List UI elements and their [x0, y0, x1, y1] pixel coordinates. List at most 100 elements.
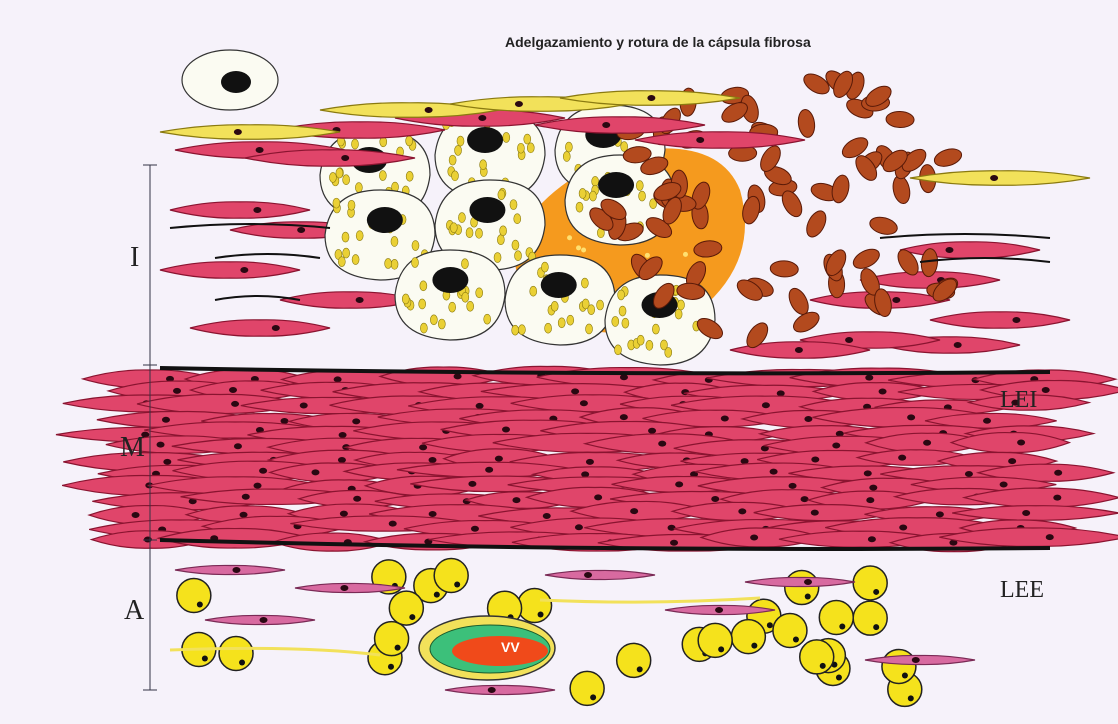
smooth-muscle-cell-nucleus: [311, 469, 319, 475]
smooth-muscle-cell-nucleus: [936, 511, 944, 517]
lipid-droplet: [466, 228, 473, 238]
lipid-droplet: [336, 168, 343, 178]
label-adventitia: A: [124, 597, 144, 625]
intimal-muscle-cell-nucleus: [1012, 317, 1020, 323]
adipocyte: [219, 636, 253, 670]
adipocyte: [853, 601, 887, 635]
smooth-muscle-cell-nucleus: [983, 418, 991, 424]
adipocyte-nucleus: [873, 589, 879, 595]
lipid-droplet: [660, 340, 667, 350]
smooth-muscle-cell-nucleus: [229, 387, 237, 393]
smooth-muscle-cell-nucleus: [173, 388, 181, 394]
core-crystal: [581, 248, 586, 253]
lipid-droplet: [411, 258, 418, 268]
lipid-droplet: [458, 213, 465, 223]
lipid-droplet: [498, 190, 505, 200]
lipid-droplet: [461, 259, 468, 269]
foam-cell-nucleus: [541, 272, 577, 298]
adipocyte-nucleus: [409, 614, 415, 620]
lipid-droplet: [406, 136, 413, 146]
smooth-muscle-cell-nucleus: [1017, 440, 1025, 446]
adipocyte: [785, 571, 819, 605]
intimal-muscle-cell-nucleus: [297, 227, 305, 233]
adipocyte: [434, 559, 468, 593]
lipid-droplet: [503, 132, 510, 142]
cap-muscle-cell-nucleus: [256, 147, 264, 153]
label-vasa-vasorum: VV: [501, 640, 520, 654]
cap-fibroblast-nucleus: [515, 101, 523, 107]
smooth-muscle-cell-nucleus: [620, 374, 628, 380]
lipid-droplet: [563, 151, 570, 161]
adipocyte-nucleus: [902, 672, 908, 678]
smooth-muscle-cell-nucleus: [339, 432, 347, 438]
lipid-droplet: [455, 145, 462, 155]
adipocyte-nucleus: [908, 695, 914, 701]
lipid-droplet: [517, 143, 524, 153]
smooth-muscle-cell-nucleus: [865, 375, 873, 381]
lipid-droplet: [589, 191, 596, 201]
media-layer: [56, 366, 1118, 551]
adipocyte-nucleus: [767, 622, 773, 628]
lipid-droplet: [514, 214, 521, 224]
smooth-muscle-cell-nucleus: [1042, 387, 1050, 393]
lipid-droplet: [586, 324, 593, 334]
adipocyte-nucleus: [395, 645, 401, 651]
lipid-droplet: [412, 241, 419, 251]
label-external-elastic-lamina: LEE: [1000, 578, 1044, 602]
diagram-title: Adelgazamiento y rotura de la cápsula fi…: [505, 34, 811, 50]
smooth-muscle-cell-nucleus: [750, 534, 758, 540]
smooth-muscle-cell-nucleus: [898, 455, 906, 461]
lipid-droplet: [420, 323, 427, 333]
lipid-droplet: [480, 160, 487, 170]
smooth-muscle-cell-nucleus: [866, 497, 874, 503]
lipid-droplet: [639, 191, 646, 201]
smooth-muscle-cell-nucleus: [1054, 470, 1062, 476]
smooth-muscle-cell-nucleus: [476, 403, 484, 409]
lipid-droplet: [450, 223, 457, 233]
smooth-muscle-cell-nucleus: [162, 417, 170, 423]
lipid-droplet: [451, 171, 458, 181]
adipocyte: [800, 640, 834, 674]
lipid-droplet: [500, 226, 507, 236]
intimal-muscle-cell-nucleus: [272, 325, 280, 331]
smooth-muscle-cell-nucleus: [721, 415, 729, 421]
smooth-muscle-cell-nucleus: [738, 508, 746, 514]
lipid-droplet: [438, 319, 445, 329]
label-media: M: [120, 434, 145, 462]
lipid-droplet: [652, 324, 659, 334]
smooth-muscle-cell-nucleus: [804, 416, 812, 422]
fibroblast-nucleus: [715, 607, 723, 613]
smooth-muscle-cell-nucleus: [419, 444, 427, 450]
smooth-muscle-cell-nucleus: [670, 540, 678, 546]
lipid-droplet: [622, 318, 629, 328]
smooth-muscle-cell-nucleus: [675, 481, 683, 487]
lipid-droplet: [524, 134, 531, 144]
lipid-droplet: [385, 258, 392, 268]
foam-cell-nucleus: [367, 207, 403, 233]
core-crystal: [683, 252, 688, 257]
lipid-droplet: [494, 253, 501, 263]
smooth-muscle-cell-nucleus: [832, 443, 840, 449]
lipid-droplet: [512, 325, 519, 335]
smooth-muscle-cell-nucleus: [580, 400, 588, 406]
adipocyte: [882, 649, 916, 683]
smooth-muscle-cell-nucleus: [658, 441, 666, 447]
lipid-droplet: [449, 155, 456, 165]
lipid-droplet: [551, 301, 558, 311]
cap-fibroblast-nucleus: [425, 107, 433, 113]
lipid-droplet: [636, 181, 643, 191]
smooth-muscle-cell-nucleus: [620, 414, 628, 420]
lipid-droplet: [567, 315, 574, 325]
smooth-muscle-cell-nucleus: [1053, 495, 1061, 501]
intimal-muscle-cell-nucleus: [892, 297, 900, 303]
smooth-muscle-cell-nucleus: [543, 513, 551, 519]
adipocyte: [773, 613, 807, 647]
lipid-droplet: [419, 299, 426, 309]
lipid-droplet: [467, 301, 474, 311]
smooth-muscle-cell-nucleus: [868, 536, 876, 542]
smooth-muscle-cell-nucleus: [429, 457, 437, 463]
fibroblast-nucleus: [804, 579, 812, 585]
smooth-muscle-cell-nucleus: [389, 521, 397, 527]
adipocyte-nucleus: [751, 643, 757, 649]
